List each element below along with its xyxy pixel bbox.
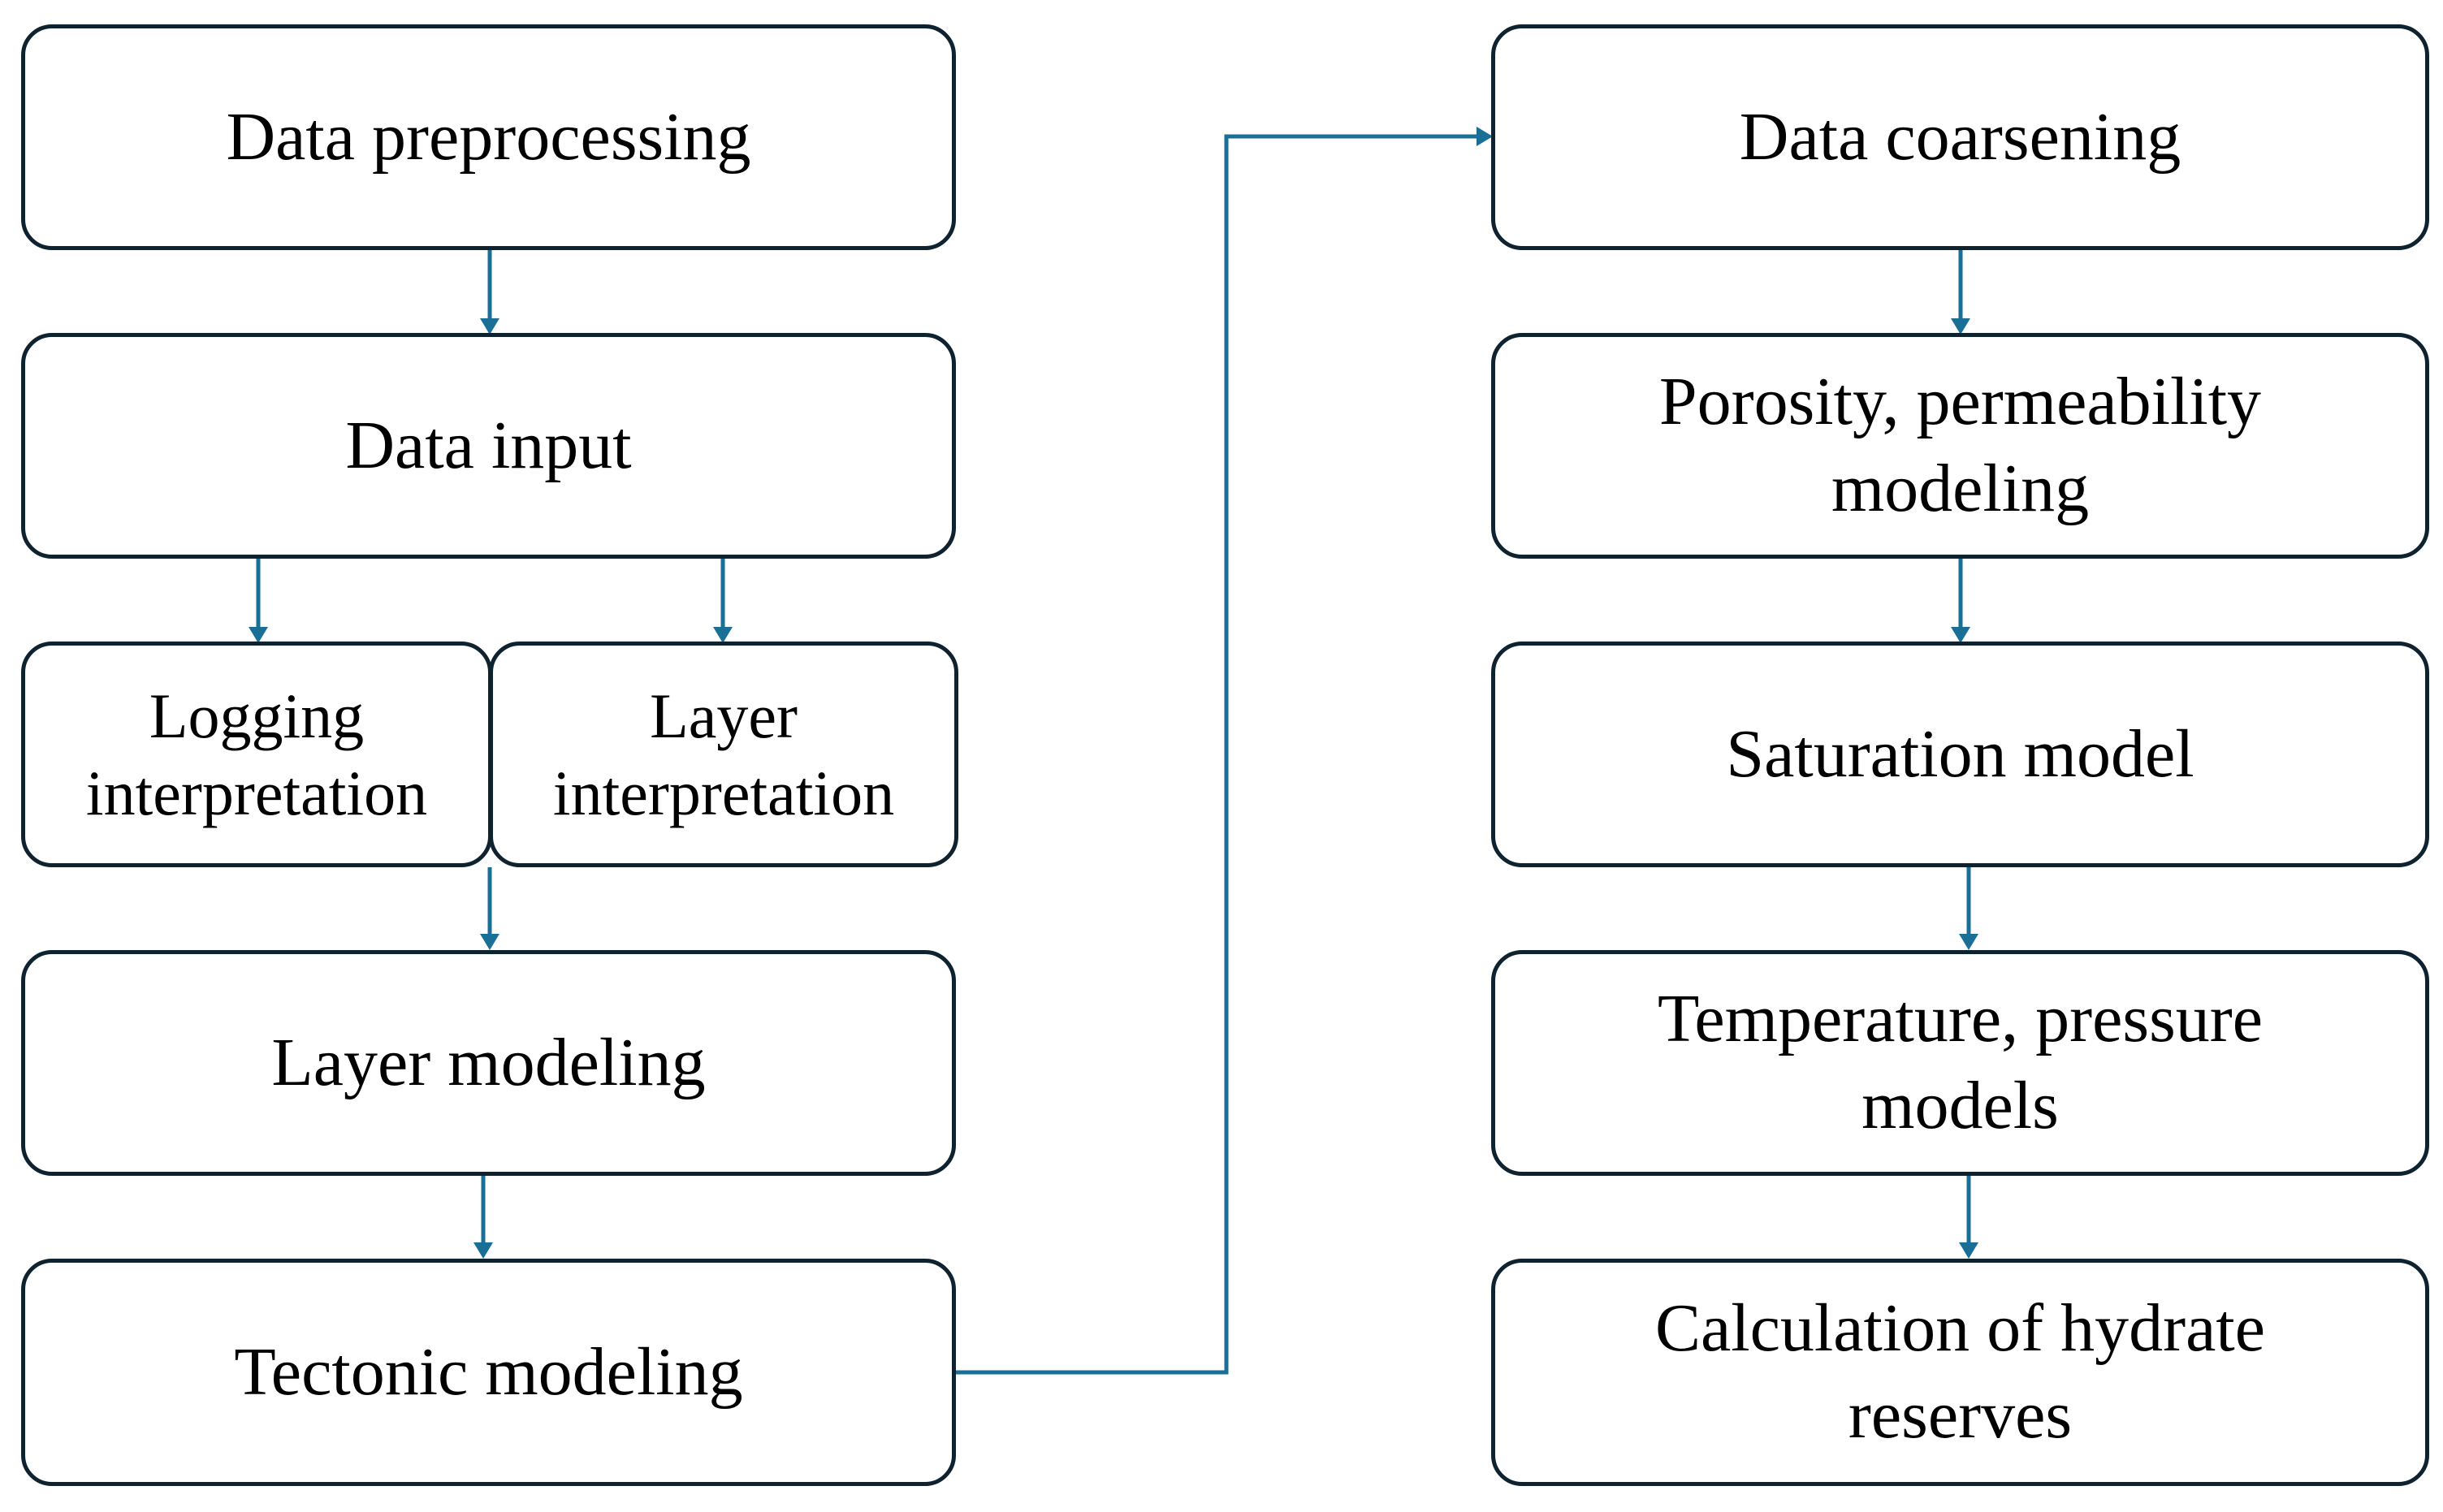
arrowhead bbox=[1477, 127, 1493, 146]
label-data-input: Data input bbox=[345, 407, 632, 483]
box-porosity-permeability: Porosity, permeability modeling bbox=[1491, 333, 2429, 559]
box-data-coarsening: Data coarsening bbox=[1491, 24, 2429, 250]
label-hydrate-reserves: Calculation of hydrate reserves bbox=[1654, 1290, 2266, 1453]
box-data-input: Data input bbox=[21, 333, 956, 559]
box-logging-interpretation: Logging interpretation bbox=[21, 642, 492, 867]
label-data-preprocessing: Data preprocessing bbox=[226, 98, 751, 175]
arrowhead bbox=[1959, 934, 1978, 950]
label-temperature-pressure: Temperature, pressure models bbox=[1657, 981, 2264, 1143]
arrowhead bbox=[249, 627, 268, 643]
arrowhead bbox=[1959, 1242, 1978, 1259]
box-saturation-model: Saturation model bbox=[1491, 642, 2429, 867]
label-saturation-model: Saturation model bbox=[1726, 715, 2194, 792]
arrowhead bbox=[473, 1242, 493, 1259]
label-layer-modeling: Layer modeling bbox=[271, 1024, 706, 1100]
box-tectonic-modeling: Tectonic modeling bbox=[21, 1259, 956, 1486]
box-temperature-pressure: Temperature, pressure models bbox=[1491, 950, 2429, 1176]
label-data-coarsening: Data coarsening bbox=[1739, 98, 2181, 175]
arrowhead bbox=[480, 318, 499, 335]
arrowhead bbox=[1951, 627, 1970, 643]
arrow-tectonic-to-coarsening bbox=[956, 134, 1478, 1375]
arrowhead bbox=[1951, 318, 1970, 335]
arrowhead bbox=[713, 627, 733, 643]
box-data-preprocessing: Data preprocessing bbox=[21, 24, 956, 250]
label-tectonic-modeling: Tectonic modeling bbox=[234, 1333, 743, 1410]
label-logging-interpretation: Logging interpretation bbox=[85, 680, 428, 828]
label-porosity-permeability: Porosity, permeability modeling bbox=[1658, 364, 2262, 526]
box-layer-modeling: Layer modeling bbox=[21, 950, 956, 1176]
box-layer-interpretation: Layer interpretation bbox=[489, 642, 958, 867]
box-hydrate-reserves: Calculation of hydrate reserves bbox=[1491, 1259, 2429, 1486]
arrowhead bbox=[480, 934, 499, 950]
label-layer-interpretation: Layer interpretation bbox=[552, 680, 895, 828]
